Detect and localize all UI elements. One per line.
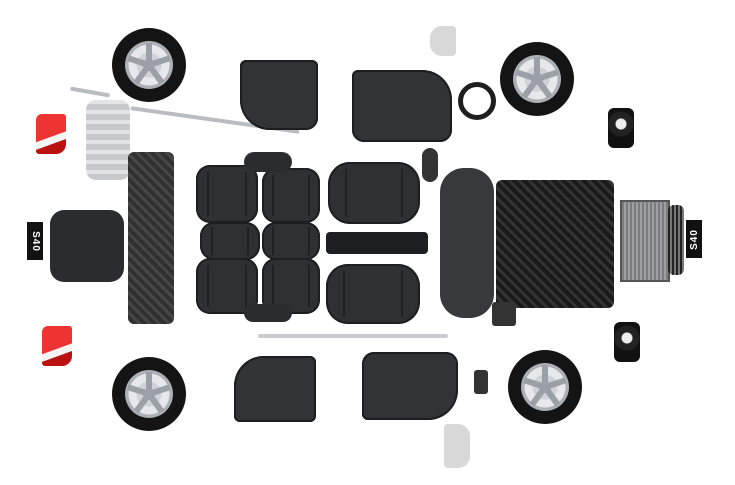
headrest-top	[244, 152, 292, 172]
mirror-bottom	[444, 424, 470, 468]
engine	[496, 180, 614, 308]
rear-seat-center-right	[262, 222, 320, 260]
tail-light-top	[36, 114, 66, 154]
wheel-top-left	[112, 28, 186, 102]
rear-seat-backrest-left	[196, 165, 258, 223]
license-plate-front: S40	[686, 220, 702, 258]
head-light-top	[608, 108, 634, 148]
dashboard	[440, 168, 494, 318]
exhaust-pipe	[69, 86, 111, 98]
exhaust-muffler	[86, 100, 130, 180]
license-plate-rear: S40	[27, 222, 43, 260]
rear-suspension	[128, 152, 174, 324]
wheel-spoke	[534, 57, 540, 79]
mirror-top	[430, 26, 456, 56]
wheel-spoke	[542, 365, 548, 387]
wheel-spoke	[146, 43, 152, 65]
door-front-bottom	[362, 352, 458, 420]
switch-panel	[474, 370, 488, 394]
steering-wheel	[458, 82, 496, 120]
fuel-tank	[50, 210, 124, 282]
door-rear-bottom	[234, 356, 316, 422]
wheel-top-right	[500, 42, 574, 116]
airbag-module	[492, 302, 516, 326]
tail-light-bottom	[42, 326, 72, 366]
gauge-cluster	[422, 148, 438, 182]
front-seat-top	[328, 162, 420, 224]
rear-seat-center	[200, 222, 260, 260]
front-grille	[668, 205, 684, 275]
head-light-bottom	[614, 322, 640, 362]
door-front-top	[352, 70, 452, 142]
door-rear-top	[240, 60, 318, 130]
headrest-bottom	[244, 304, 292, 322]
rear-seat-backrest-right	[262, 168, 320, 223]
wheel-bottom-left	[112, 357, 186, 431]
center-console	[326, 232, 428, 254]
front-seat-bottom	[326, 264, 420, 324]
radiator	[620, 200, 670, 282]
wheel-bottom-right	[508, 350, 582, 424]
wheel-spoke	[146, 372, 152, 394]
driveshaft	[258, 334, 448, 338]
